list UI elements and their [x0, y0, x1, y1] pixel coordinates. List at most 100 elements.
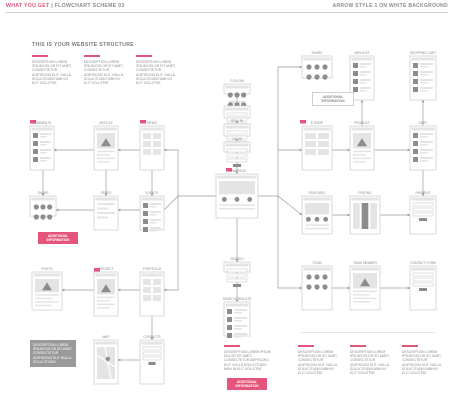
page-frame — [409, 125, 437, 171]
icon-dot — [234, 92, 240, 98]
node-cart: CART — [409, 121, 437, 171]
line — [97, 154, 110, 156]
thumb — [143, 203, 148, 208]
node-label: SEARCH — [230, 257, 244, 261]
description-accent-bar — [224, 345, 240, 347]
icon-dot — [47, 204, 53, 210]
input — [142, 356, 162, 361]
connector-line — [163, 196, 179, 292]
page-header-bar — [225, 107, 249, 111]
thumb — [143, 219, 148, 224]
page-header-bar — [95, 273, 117, 277]
line — [353, 157, 371, 160]
page-header-bar — [31, 197, 55, 201]
line — [97, 216, 108, 219]
line — [420, 141, 433, 143]
thumb — [413, 157, 418, 162]
page-header-bar — [351, 197, 379, 201]
node-label: HOMEPAGE — [228, 169, 246, 173]
description-text: DESCRIPTION LOREM IPSUM DOLOR SIT AMET, … — [32, 60, 72, 86]
node-label: FEATURES — [309, 191, 326, 195]
line — [353, 161, 366, 163]
grid-cell — [153, 149, 161, 155]
line — [219, 204, 255, 206]
tag-marker — [226, 168, 232, 172]
line — [234, 317, 247, 319]
description-text: DESCRIPTION LOREM IPSUM DOLOR SIT AMET, … — [350, 350, 390, 376]
grid-cell — [143, 133, 151, 139]
node-label: WISHLIST — [354, 51, 369, 55]
icon-dot — [314, 74, 320, 80]
line — [40, 136, 47, 138]
page-header-bar — [141, 127, 163, 131]
tag-marker — [140, 120, 146, 124]
description-block: DESCRIPTION LOREM IPSUM DOLOR SIT AMET, … — [350, 345, 392, 375]
feature-icon — [305, 216, 311, 222]
line — [420, 133, 433, 135]
input — [142, 346, 162, 351]
node-label: PRICING — [358, 191, 372, 195]
input — [412, 282, 434, 287]
line — [97, 161, 110, 163]
line — [420, 74, 428, 76]
node-features: FEATURES — [301, 191, 333, 235]
node-e-shop: E-SHOP — [301, 121, 333, 171]
input — [226, 153, 248, 158]
grid-cell — [305, 133, 316, 139]
page-frame — [301, 195, 333, 235]
line — [35, 301, 59, 303]
description-accent-bar — [32, 55, 48, 57]
divider — [300, 332, 436, 333]
line — [150, 211, 161, 213]
line — [40, 149, 51, 151]
node-comments: COMMENTS — [29, 121, 55, 171]
image-icon — [101, 284, 111, 293]
line — [353, 301, 370, 303]
input — [226, 135, 248, 140]
icon-dot — [241, 92, 247, 98]
line — [234, 309, 247, 311]
tag-marker — [30, 120, 36, 124]
line — [234, 328, 242, 330]
thumb — [143, 227, 148, 232]
description-text: DESCRIPTION LOREM IPSUM DOLOR SIT AMET, … — [224, 350, 271, 371]
header-separator: | — [49, 3, 55, 9]
input — [412, 277, 434, 282]
grid-cell — [143, 295, 151, 301]
image-icon — [357, 138, 367, 147]
input — [226, 268, 248, 273]
node-label: ARTICLE — [99, 121, 112, 125]
thumb — [227, 333, 232, 338]
node-news: NEWS — [139, 121, 165, 171]
page-header-bar — [303, 197, 331, 201]
page-frame — [139, 125, 165, 171]
description-accent-bar — [136, 55, 152, 57]
line — [97, 296, 115, 299]
additional-information-button[interactable]: ADDITIONAL INFORMATION — [227, 378, 267, 390]
grid-cell — [305, 141, 316, 147]
additional-information-button[interactable]: ADDITIONAL INFORMATION — [38, 232, 78, 244]
line — [97, 212, 115, 214]
line — [420, 152, 428, 154]
line — [305, 224, 329, 226]
thumb — [413, 87, 418, 92]
node-label: E-SHOP — [311, 121, 323, 125]
page-header-bar — [217, 175, 257, 179]
line — [35, 297, 52, 300]
page-frame — [301, 125, 333, 171]
input — [412, 207, 434, 212]
page-header-bar — [95, 341, 117, 345]
page-header-bar — [225, 125, 249, 129]
input — [226, 112, 248, 117]
icon-dot — [33, 214, 39, 220]
description-accent-bar — [402, 345, 418, 347]
description-text: DESCRIPTION LOREM IPSUM DOLOR SIT AMET C… — [33, 343, 72, 364]
page-header-bar — [141, 197, 163, 201]
price-column — [353, 203, 360, 229]
feature-icon — [323, 216, 329, 222]
additional-information-note: ADDITIONAL INFORMATION — [312, 92, 354, 106]
node-pricing: PRICING — [349, 191, 381, 235]
line — [420, 160, 428, 162]
line — [420, 149, 433, 151]
line — [305, 227, 329, 230]
